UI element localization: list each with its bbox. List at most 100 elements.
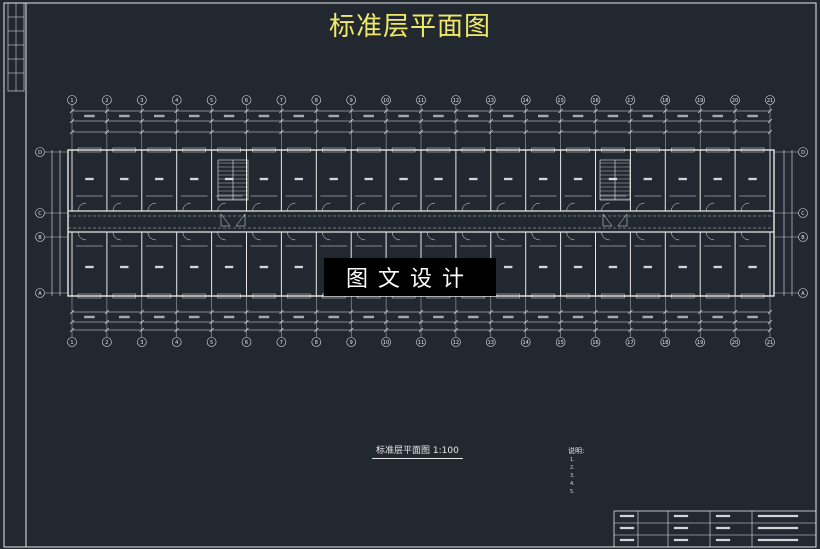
dimension-text-mark — [258, 315, 270, 319]
axis-bubble-top-label: 15 — [557, 98, 563, 104]
dimension-tick — [209, 309, 214, 315]
dimension-tick — [663, 118, 668, 124]
dimension-tick — [767, 327, 773, 333]
window-mark — [601, 147, 625, 153]
axis-bubble-right — [798, 147, 808, 157]
room-label-mark — [713, 177, 722, 181]
door-swing — [356, 231, 366, 241]
axis-bubble-bottom-label: 4 — [175, 340, 178, 346]
dimension-tick — [383, 319, 389, 325]
dimension-tick — [383, 108, 389, 114]
dimension-tick — [383, 327, 389, 333]
window-mark — [740, 293, 765, 299]
dimension-tick — [139, 327, 145, 333]
door-swing — [740, 231, 750, 241]
dimension-tick — [453, 118, 459, 124]
door-swing — [566, 202, 575, 212]
dimension-tick — [558, 309, 563, 315]
door-swing — [461, 202, 470, 212]
title-block-text-mark — [715, 526, 731, 530]
axis-bubble-top-label: 10 — [383, 98, 389, 104]
room-label-mark — [259, 265, 269, 269]
axis-bubble-top — [346, 95, 357, 105]
inner-frame — [25, 2, 817, 548]
axis-bubble-bottom-label: 9 — [350, 340, 353, 346]
dimension-tick — [279, 108, 284, 114]
window-mark — [705, 147, 730, 153]
axis-bubble-bottom-label: 5 — [210, 340, 213, 346]
door-swing — [77, 231, 87, 241]
note-line: 4. — [570, 481, 575, 487]
axis-bubble-top — [695, 95, 706, 105]
axis-bubble-bottom — [206, 337, 217, 347]
room-label-mark — [504, 265, 513, 269]
axis-bubble-bottom-label: 19 — [697, 340, 703, 346]
axis-bubble-bottom — [276, 337, 287, 347]
axis-bubble-top — [765, 95, 775, 105]
dimension-text-mark — [154, 315, 165, 319]
axis-bubble-bottom — [555, 337, 566, 347]
title-block-text-mark — [673, 538, 689, 542]
dimension-tick — [209, 319, 214, 325]
axis-bubble-bottom — [171, 337, 182, 347]
dimension-tick — [209, 129, 214, 135]
axis-bubble-top — [590, 95, 601, 105]
axis-bubble-bottom — [102, 337, 112, 347]
dimension-text-mark — [677, 114, 688, 118]
axis-bubble-top-label: 21 — [767, 98, 773, 104]
door-swing — [461, 231, 470, 241]
axis-bubble-top-label: 11 — [418, 98, 424, 104]
title-block-text-mark — [619, 514, 635, 518]
room-label-mark — [748, 177, 757, 181]
axis-bubble-left — [35, 232, 45, 242]
dimension-tick — [314, 108, 319, 114]
dimension-tick — [488, 118, 494, 124]
axis-bubble-bottom — [451, 337, 461, 347]
axis-bubble-bottom — [67, 337, 77, 347]
dimension-tick — [697, 118, 703, 124]
title-block-text-mark — [715, 538, 731, 542]
axis-bubble-top-label: 6 — [245, 98, 248, 104]
window-mark — [182, 293, 206, 299]
dimension-text-mark — [119, 315, 130, 319]
axis-bubble-bottom-label: 13 — [488, 340, 494, 346]
dimension-tick — [314, 129, 319, 135]
room-label-mark — [504, 177, 513, 181]
dimension-tick — [244, 327, 249, 333]
dimension-text-mark — [468, 114, 479, 118]
door-swing — [496, 231, 505, 241]
door-swing — [391, 231, 401, 241]
dimension-tick — [732, 129, 738, 135]
room-label-mark — [85, 177, 94, 181]
dimension-tick — [348, 309, 354, 315]
door-swing — [252, 231, 261, 241]
room-label-mark — [120, 177, 129, 181]
window-mark — [287, 147, 311, 153]
dimension-tick — [279, 309, 284, 315]
dimension-tick — [593, 309, 598, 315]
dimension-tick — [244, 129, 249, 135]
stair-door — [220, 213, 231, 227]
window-mark — [566, 147, 590, 153]
axis-bubble-bottom-label: 12 — [453, 340, 459, 346]
stair-door — [235, 213, 246, 227]
door-swing — [531, 202, 540, 212]
room-label-mark — [713, 265, 722, 269]
axis-bubble-bottom — [660, 337, 671, 347]
axis-bubble-top — [276, 95, 287, 105]
dimension-tick — [348, 118, 354, 124]
dimension-tick — [69, 327, 75, 333]
dimension-tick — [418, 108, 424, 114]
title-block-text-mark — [619, 526, 635, 530]
dimension-tick — [104, 108, 110, 114]
room-label-mark — [608, 265, 618, 269]
door-swing — [740, 202, 750, 212]
axis-bubble-bottom-label: 10 — [383, 340, 389, 346]
axis-bubble-bottom-label: 1 — [70, 340, 73, 346]
dimension-tick — [523, 327, 528, 333]
dimension-tick — [767, 309, 773, 315]
room-label-mark — [155, 177, 164, 181]
notes-list: 1. 2. 3. 4. 5. — [570, 456, 575, 496]
room-label-mark — [539, 177, 548, 181]
